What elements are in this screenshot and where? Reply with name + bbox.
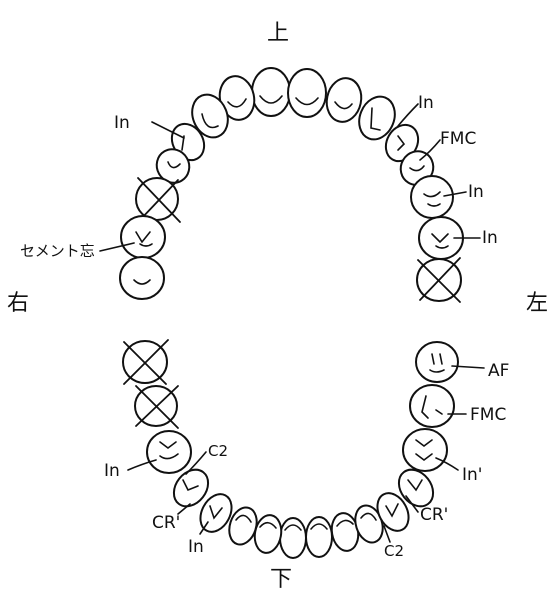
annotation-lower-left-af: AF	[488, 361, 509, 381]
tooth-upper-right-third-molar	[119, 256, 165, 300]
leader-lower-right-c2	[185, 451, 207, 475]
tooth-lower-left-second-molar	[409, 384, 455, 428]
lower-label: 下	[270, 567, 292, 592]
annotation-lower-left-cr-prime: CR'	[420, 505, 448, 525]
tooth-upper-right-second-premolar	[155, 148, 191, 184]
leader-lower-left-in-prime	[435, 457, 459, 471]
annotation-lower-right-in-1: In	[104, 461, 120, 481]
leader-upper-right-in	[151, 121, 185, 139]
annotation-upper-left-fmc: FMC	[440, 129, 476, 149]
leader-lower-left-cr-prime	[405, 495, 419, 513]
annotation-upper-left-in-3: In	[482, 228, 498, 248]
lower-arch	[122, 339, 459, 559]
leader-lower-right-in-2	[199, 521, 209, 535]
upper-label: 上	[267, 21, 289, 46]
right-side-label: 右	[7, 291, 29, 316]
tooth-lower-right-extra-incisor	[228, 506, 258, 546]
tooth-upper-left-first-molar	[410, 175, 454, 219]
upper-arch	[119, 67, 464, 303]
annotation-lower-right-cr-prime: CR'	[152, 513, 180, 533]
tooth-upper-left-third-molar-missing	[416, 257, 462, 303]
tooth-lower-right-central-incisor	[279, 517, 307, 559]
leader-upper-left-in-2	[443, 191, 467, 197]
annotation-upper-right-in: In	[114, 113, 130, 133]
leader-upper-left-in-1	[397, 103, 419, 127]
tooth-lower-right-third-molar-missing	[122, 339, 169, 385]
tooth-lower-right-lateral-incisor	[253, 514, 283, 554]
tooth-upper-right-second-molar	[120, 215, 166, 259]
annotation-lower-right-c2: C2	[208, 442, 228, 460]
tooth-lower-left-third-molar	[415, 341, 459, 383]
tooth-lower-left-first-molar	[402, 428, 448, 472]
leader-lower-left-af	[451, 365, 485, 369]
tooth-upper-left-central-incisor	[287, 68, 327, 118]
annotation-lower-left-fmc: FMC	[470, 405, 506, 425]
tooth-upper-left-lateral-incisor	[325, 77, 363, 123]
tooth-upper-right-canine	[191, 93, 229, 139]
annotation-upper-left-in-2: In	[468, 182, 484, 202]
tooth-lower-right-second-molar-missing	[134, 385, 179, 429]
leader-lower-right-in-1	[127, 459, 157, 471]
annotation-lower-right-in-2: In	[188, 537, 204, 557]
annotation-lower-left-c2: C2	[384, 542, 404, 560]
tooth-upper-left-canine	[358, 95, 396, 141]
tooth-lower-right-first-molar	[146, 430, 192, 474]
tooth-lower-left-lateral-incisor	[330, 512, 360, 552]
tooth-lower-left-canine	[376, 492, 410, 532]
tooth-upper-right-central-incisor	[251, 67, 291, 117]
leader-lower-right-cr-prime	[177, 503, 191, 515]
annotation-lower-left-in-prime: In'	[462, 465, 482, 485]
left-side-label: 左	[526, 291, 548, 316]
leader-upper-right-cement	[99, 242, 135, 252]
leader-upper-left-fmc	[419, 139, 441, 161]
tooth-lower-right-premolar	[172, 468, 210, 508]
tooth-lower-left-central-incisor	[305, 516, 333, 558]
leader-lower-left-c2	[383, 525, 391, 543]
annotation-upper-left-in-1: In	[418, 93, 434, 113]
annotation-upper-right-cement: セメント忘	[20, 242, 95, 260]
